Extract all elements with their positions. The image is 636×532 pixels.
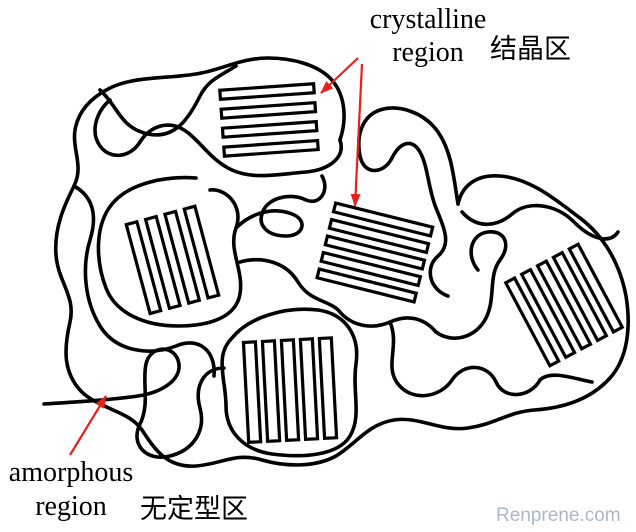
lamella-bar	[143, 214, 183, 311]
amorphous-label-line1: amorphous	[8, 457, 134, 488]
crystalline-arrow-top	[320, 57, 359, 94]
polymer-chain	[82, 392, 338, 468]
lamella-bar	[162, 209, 202, 306]
crystalline-block-left	[124, 204, 221, 316]
lamella-bar	[319, 250, 423, 288]
lamella-bar	[323, 234, 427, 271]
polymer-chain	[357, 106, 460, 298]
polymer-chain	[72, 184, 216, 378]
polymer-chains	[42, 56, 630, 468]
lamella-bar	[182, 204, 221, 300]
amorphous-arrow	[69, 395, 107, 456]
polymer-chain	[334, 174, 630, 458]
polymer-chain	[98, 64, 238, 137]
amorphous-label-line2: region	[35, 491, 107, 522]
lamella-bar	[551, 250, 609, 343]
polymer-chain	[220, 307, 359, 458]
lamella-bar	[503, 275, 561, 368]
crystalline-block-middle	[315, 201, 435, 304]
polymer-chain	[238, 258, 438, 334]
lamella-bar	[315, 267, 419, 304]
crystalline-region-label-chinese: 结晶区	[490, 34, 571, 65]
lamella-bar	[535, 258, 593, 352]
lamella-bar	[218, 82, 316, 101]
polymer-chain	[93, 98, 343, 178]
polymer-chain	[460, 203, 620, 241]
crystalline-label-line2: region	[392, 37, 464, 68]
lamella-bar	[219, 100, 318, 120]
crystalline-arrow-middle	[350, 63, 364, 207]
watermark-text: Renprene.com	[496, 505, 621, 526]
lamella-bar	[567, 242, 625, 335]
lamella-bar	[327, 217, 431, 255]
pointer-arrows	[69, 57, 364, 456]
lamella-bar	[331, 201, 435, 238]
lamella-bar	[298, 337, 320, 442]
crystalline-block-bottom	[241, 336, 339, 445]
lamella-bar	[222, 138, 320, 158]
polymer-chain	[53, 56, 346, 396]
crystalline-block-right	[503, 242, 625, 368]
lamella-bar	[519, 267, 577, 360]
crystalline-block-top	[218, 82, 320, 158]
lamella-bar	[220, 119, 319, 139]
amorphous-region-label: amorphous region	[0, 456, 142, 524]
lamella-bar	[260, 339, 282, 444]
lamella-bar	[241, 340, 263, 445]
crystalline-label-line1: crystalline	[369, 4, 487, 35]
polymer-chain	[234, 174, 327, 238]
crystalline-region-label: crystalline region	[358, 3, 498, 69]
polymer-chain	[42, 347, 226, 459]
amorphous-region-label-chinese: 无定型区	[140, 494, 248, 525]
lamella-bar	[279, 338, 301, 443]
lamella-bar	[317, 336, 339, 441]
polymer-chain	[388, 320, 594, 398]
polymer-chain	[434, 230, 508, 340]
lamella-bar	[124, 219, 163, 316]
